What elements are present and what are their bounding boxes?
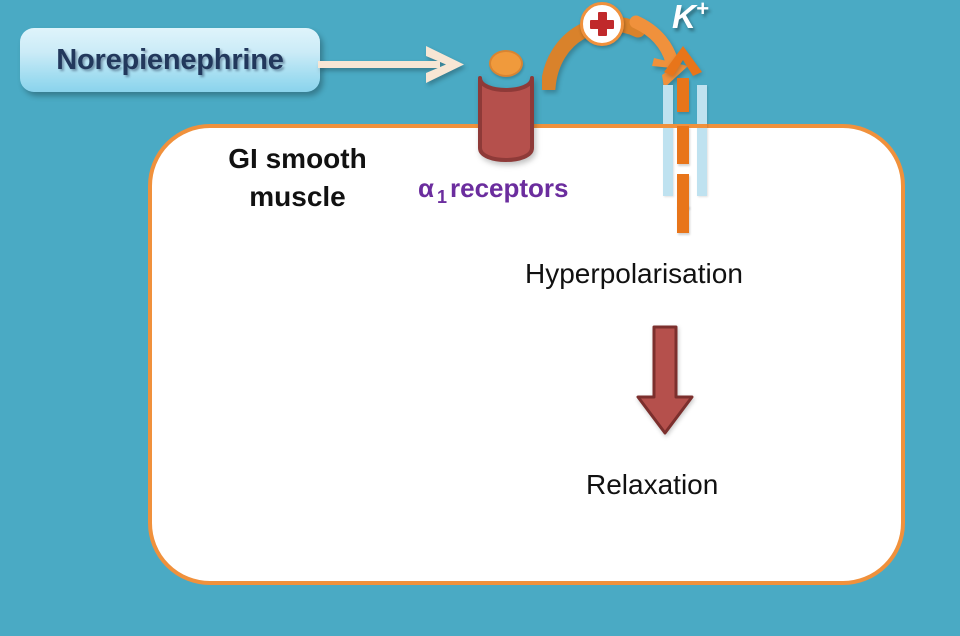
cascade-step-relaxation: Relaxation	[586, 469, 719, 500]
gi-smooth-muscle-cell	[148, 124, 905, 585]
cell-title: GI smooth muscle	[200, 140, 395, 215]
potassium-channel-wall-left	[663, 85, 673, 196]
efflux-dash-segment	[677, 126, 689, 164]
cell-title-line-2: muscle	[249, 180, 346, 212]
norepinephrine-label-box[interactable]: Norepienephrine	[20, 28, 320, 92]
potassium-ion-label: K+	[672, 0, 709, 36]
receptor-subscript: 1	[436, 187, 447, 208]
potassium-symbol: K	[672, 0, 696, 35]
alpha-symbol: α	[418, 173, 434, 203]
potassium-efflux-arrowhead-icon	[664, 46, 702, 76]
binding-arrow-icon	[318, 46, 464, 83]
cascade-step-hyperpolarisation: Hyperpolarisation	[525, 258, 743, 289]
potassium-charge: +	[695, 0, 709, 21]
efflux-dash-segment	[677, 174, 689, 208]
receptor-word: receptors	[450, 173, 569, 203]
potassium-channel-wall-right	[697, 85, 707, 196]
cascade-down-arrow-icon	[636, 325, 694, 435]
efflux-dash-segment	[677, 205, 689, 233]
ligand-molecule-icon	[489, 50, 523, 77]
norepinephrine-label: Norepienephrine	[56, 43, 284, 76]
alpha1-receptor-icon	[478, 76, 534, 162]
efflux-dash-segment	[677, 78, 689, 112]
plus-bar-vertical	[597, 12, 607, 36]
plus-stimulation-badge	[580, 2, 624, 46]
cell-title-line-1: GI smooth	[228, 143, 367, 174]
